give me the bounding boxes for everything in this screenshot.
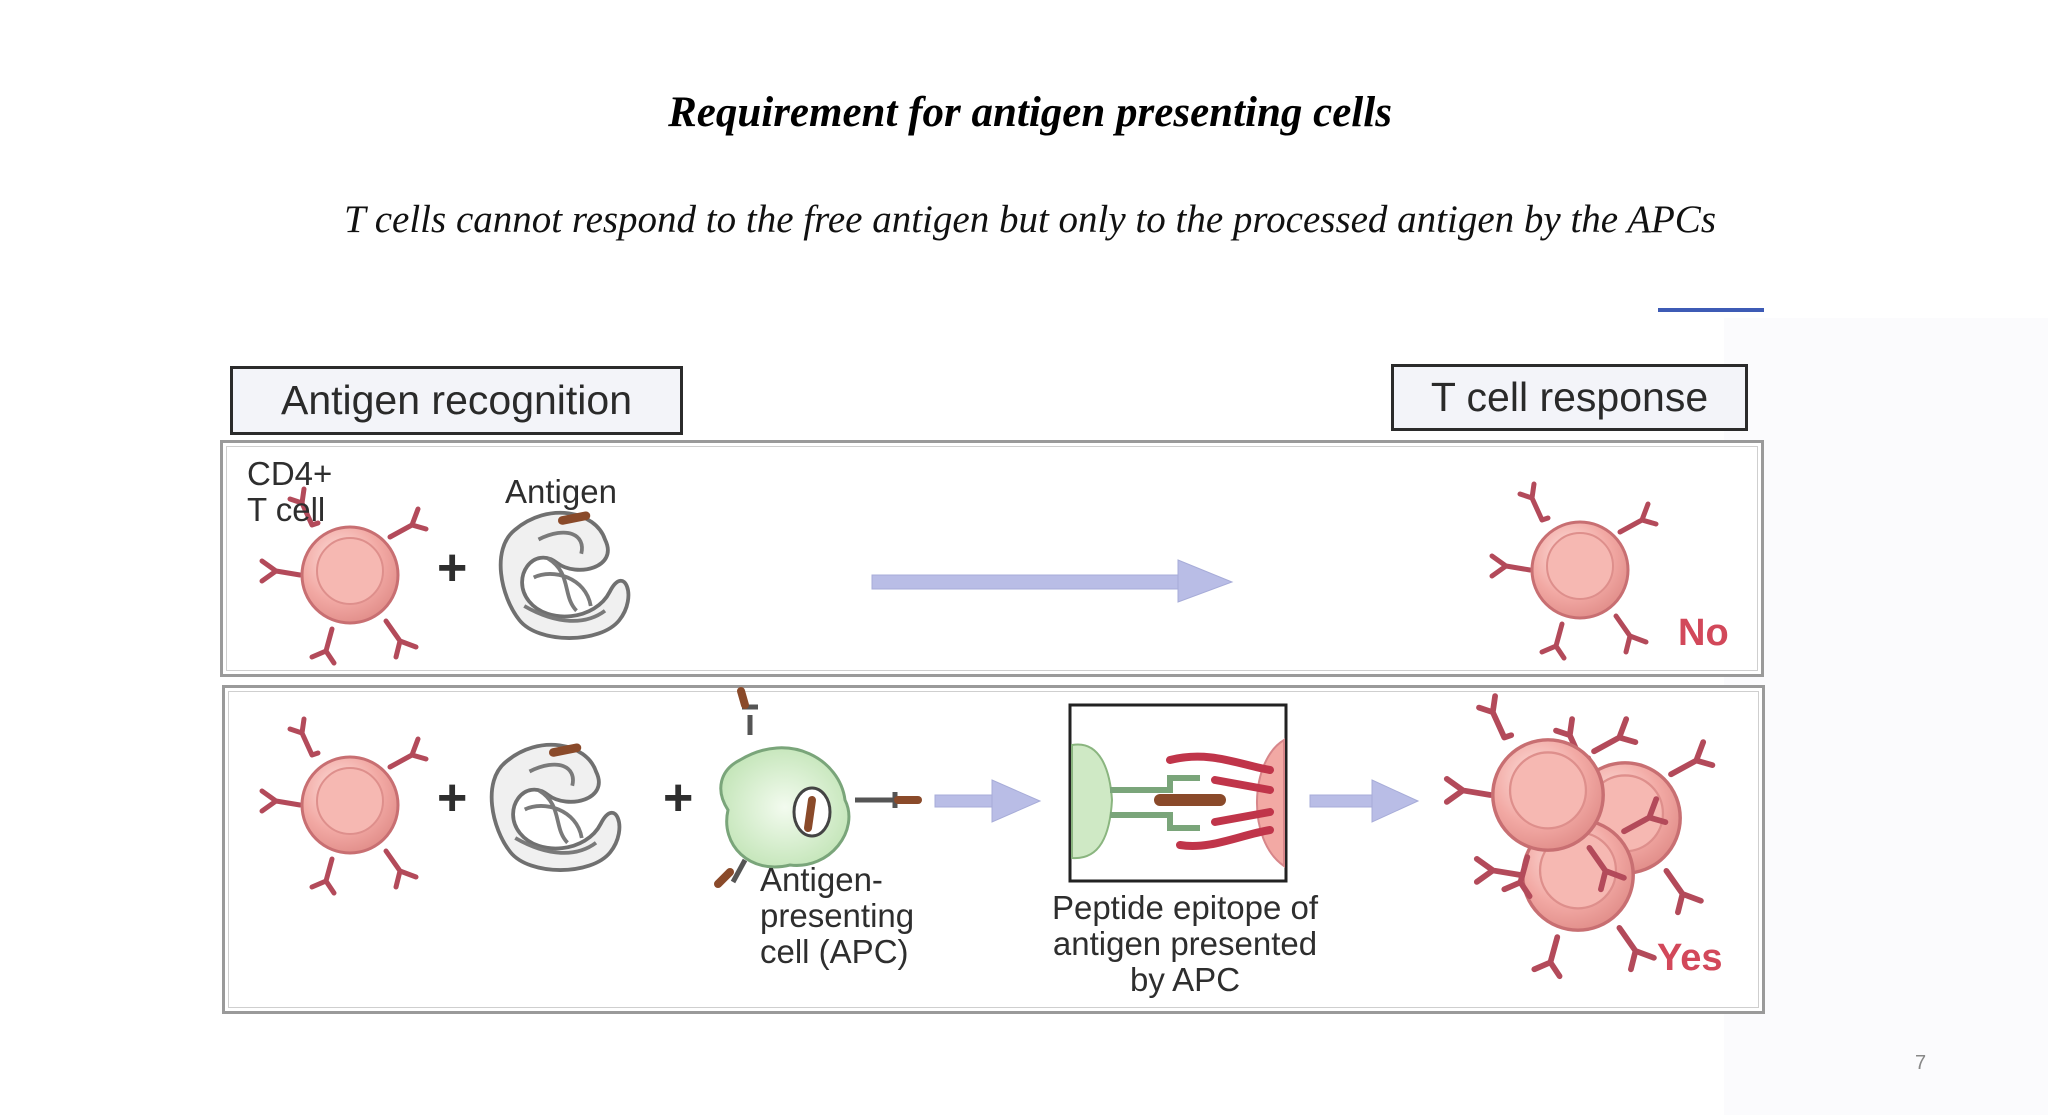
apc-label-line1: Antigen-: [760, 861, 883, 898]
cd4-label: CD4+ T cell: [247, 456, 332, 528]
arrow-row1: [871, 559, 1234, 603]
header-antigen-recognition: Antigen recognition: [230, 366, 683, 435]
epitope-label-line3: by APC: [1129, 961, 1241, 998]
cd4-label-line2: T cell: [247, 491, 326, 528]
apc-label-line3: cell (APC): [760, 933, 909, 970]
cd4-t-cell-icon-row2: [262, 719, 426, 893]
antigen-icon-row2: [492, 745, 620, 870]
figure-background: [1724, 318, 2048, 1115]
activated-t-cells-icon: [1447, 696, 1713, 976]
epitope-label-line1: Peptide epitope of: [1051, 889, 1319, 926]
slide-title: Requirement for antigen presenting cells: [668, 89, 1392, 136]
page-number: 7: [1915, 1052, 1927, 1074]
arrow-row2-b: [1309, 779, 1420, 823]
slide-subtitle: T cells cannot respond to the free antig…: [343, 198, 1716, 241]
result-yes: Yes: [1657, 937, 1723, 979]
header-t-cell-response: T cell response: [1391, 364, 1748, 431]
accent-line: [1658, 308, 1764, 312]
apc-label: Antigen- presenting cell (APC): [760, 862, 914, 970]
plus-sign-row2-a: +: [437, 769, 468, 827]
plus-sign-row2-b: +: [663, 769, 694, 827]
epitope-inset: [1068, 703, 1288, 883]
panel-apc-processed: [222, 685, 1765, 1014]
header-antigen-recognition-label: Antigen recognition: [280, 377, 633, 423]
panel-free-antigen: [220, 440, 1764, 677]
antigen-label: Antigen: [505, 473, 617, 510]
antigen-icon: [501, 513, 629, 638]
apc-icon: [714, 687, 922, 888]
cd4-label-line1: CD4+: [247, 455, 333, 492]
unstimulated-t-cell-icon: [1492, 484, 1656, 658]
plus-sign-row1: +: [437, 539, 468, 597]
header-t-cell-response-label: T cell response: [1430, 374, 1709, 420]
epitope-label-line2: antigen presented: [1052, 925, 1318, 962]
epitope-label: Peptide epitope of antigen presented by …: [1000, 890, 1370, 998]
apc-label-line2: presenting: [760, 897, 915, 934]
arrow-row2-a: [934, 779, 1042, 823]
result-no: No: [1678, 612, 1729, 654]
